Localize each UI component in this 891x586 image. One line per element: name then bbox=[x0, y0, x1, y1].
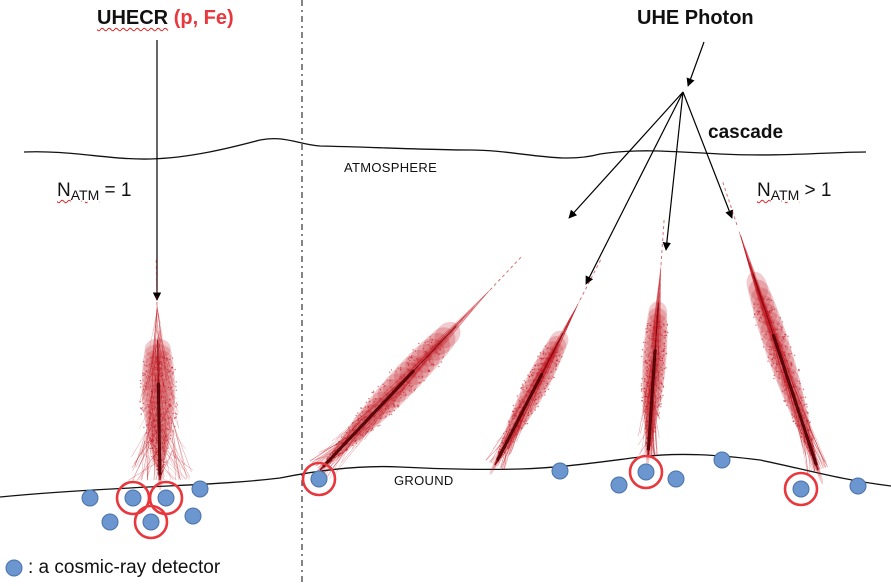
photon-arrows bbox=[568, 41, 734, 285]
detector-triggered bbox=[115, 480, 151, 516]
uhecr-title-main: UHECR bbox=[97, 7, 169, 29]
ground-line bbox=[0, 453, 891, 498]
photon-title: UHE Photon bbox=[637, 7, 754, 30]
ground-label: GROUND bbox=[394, 473, 454, 488]
detector-triggered bbox=[783, 471, 819, 507]
detector-triggered bbox=[628, 454, 664, 490]
detector bbox=[81, 489, 99, 507]
detector-triggered bbox=[133, 504, 169, 540]
natm-right-relation: > 1 bbox=[804, 180, 832, 201]
legend-text: : a cosmic-ray detector bbox=[28, 557, 221, 578]
legend-detector-icon bbox=[5, 559, 23, 577]
detector bbox=[610, 476, 628, 494]
photon-shower-2 bbox=[485, 259, 602, 475]
natm-left-symbol: NATM bbox=[57, 180, 100, 203]
cascade-label: cascade bbox=[708, 122, 784, 143]
photon-shower-3 bbox=[637, 220, 669, 467]
detector bbox=[849, 477, 867, 495]
natm-right: NATM > 1 bbox=[757, 180, 831, 203]
detector bbox=[184, 507, 202, 525]
photon-shower-1 bbox=[309, 256, 522, 481]
detector bbox=[713, 451, 731, 469]
natm-right-symbol: NATM bbox=[757, 180, 800, 203]
photon-title-text: UHE Photon bbox=[637, 7, 754, 29]
uhecr-title: UHECR (p, Fe) bbox=[97, 7, 234, 30]
detector bbox=[101, 513, 119, 531]
natm-left: NATM = 1 bbox=[57, 180, 131, 203]
detector bbox=[191, 480, 209, 498]
uhecr-title-composition: (p, Fe) bbox=[173, 7, 234, 29]
detector-array bbox=[81, 451, 867, 540]
detector-triggered bbox=[301, 461, 337, 497]
photon-shower-4 bbox=[722, 182, 828, 485]
atmosphere-label: ATMOSPHERE bbox=[344, 160, 438, 175]
detector bbox=[667, 470, 685, 488]
air-showers bbox=[127, 182, 828, 491]
detector bbox=[551, 462, 569, 480]
natm-left-relation: = 1 bbox=[104, 180, 132, 201]
hadron-shower bbox=[127, 259, 193, 491]
detector-triggered bbox=[148, 480, 184, 516]
